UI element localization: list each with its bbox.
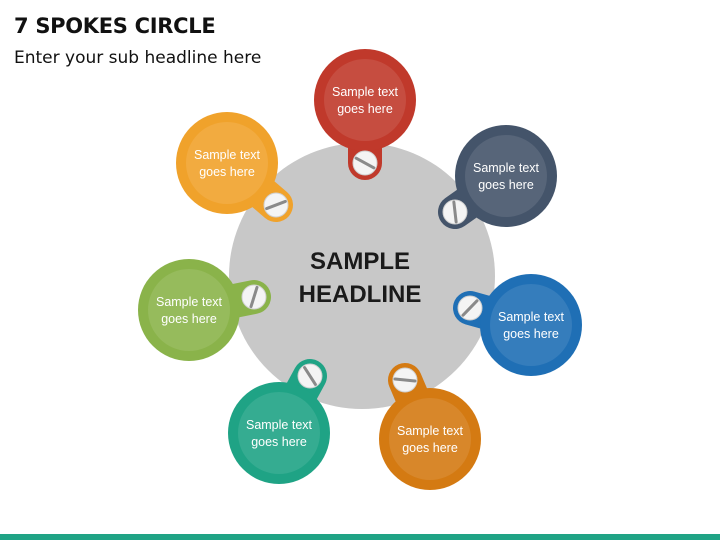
accent-bar	[0, 534, 720, 540]
spoke-text-line2: goes here	[337, 102, 393, 116]
hub-headline-line2: HEADLINE	[299, 281, 422, 308]
spoke-text-line2: goes here	[161, 312, 217, 326]
screw-slot	[265, 199, 287, 211]
spoke-text-line2: goes here	[199, 165, 255, 179]
spoke-inner-circle	[465, 135, 547, 217]
screw-slot	[461, 299, 479, 317]
spoke-1: Sample text goes here	[314, 49, 416, 180]
slide-subtitle: Enter your sub headline here	[14, 48, 262, 68]
spoke-2: Sample text goes here	[438, 125, 557, 229]
spoke-4: Sample text goes here	[379, 363, 481, 490]
spoke-inner-circle	[490, 284, 572, 366]
spoke-text-line1: Sample text	[498, 310, 565, 324]
slide-title: 7 SPOKES CIRCLE	[14, 14, 216, 38]
screw-slot	[354, 156, 376, 170]
spoke-inner-circle	[148, 269, 230, 351]
spoke-text-line1: Sample text	[397, 424, 464, 438]
spoke-text-line2: goes here	[251, 435, 307, 449]
spoke-6: Sample text goes here	[138, 259, 271, 361]
spoke-text-line1: Sample text	[332, 85, 399, 99]
spoke-text-line1: Sample text	[194, 148, 261, 162]
hub-circle	[229, 143, 495, 409]
hub-headline-line1: SAMPLE	[310, 248, 410, 275]
spoke-inner-circle	[389, 398, 471, 480]
spoke-text-line1: Sample text	[156, 295, 223, 309]
spoke-7: Sample text goes here	[176, 112, 293, 222]
spoke-text-line1: Sample text	[246, 418, 313, 432]
spoke-inner-circle	[186, 122, 268, 204]
spoke-3: Sample text goes here	[453, 274, 582, 376]
spoke-inner-circle	[324, 59, 406, 141]
spoke-inner-circle	[238, 392, 320, 474]
screw-slot	[393, 377, 417, 383]
spoke-5: Sample text goes here	[228, 359, 330, 484]
spoke-text-line2: goes here	[503, 327, 559, 341]
spoke-text-line2: goes here	[402, 441, 458, 455]
spoke-text-line2: goes here	[478, 178, 534, 192]
spoke-text-line1: Sample text	[473, 161, 540, 175]
screw-slot	[452, 200, 458, 224]
screw-slot	[249, 285, 259, 309]
screw-slot	[303, 366, 317, 386]
